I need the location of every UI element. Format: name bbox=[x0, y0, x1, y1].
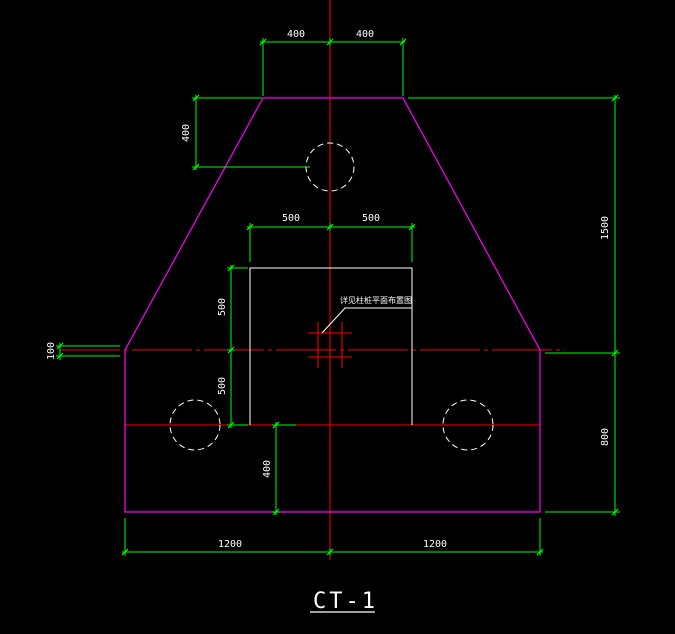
note-text: 详见柱桩平面布置图 bbox=[340, 295, 412, 305]
pile-cap-outline bbox=[124, 97, 541, 513]
dim-text-total-upper: 1500 bbox=[600, 216, 611, 240]
dim-text-top-right: 400 bbox=[356, 29, 374, 40]
center-rebar-mark bbox=[308, 322, 352, 368]
dim-text-column-right: 500 bbox=[362, 213, 380, 224]
dim-text-left-offset: 100 bbox=[46, 342, 57, 360]
pile-circle-right bbox=[442, 399, 494, 451]
dim-text-top-depth: 400 bbox=[181, 124, 192, 142]
dim-text-column-lower: 500 bbox=[217, 377, 228, 395]
dim-text-column-upper: 500 bbox=[217, 298, 228, 316]
dim-text-top-left: 400 bbox=[287, 29, 305, 40]
dim-text-bottom-right: 1200 bbox=[423, 539, 447, 550]
pile-circle-left bbox=[169, 399, 221, 451]
note-leader-line bbox=[321, 307, 412, 334]
drawing-title: CT-1 bbox=[313, 589, 378, 614]
column-outline bbox=[249, 267, 413, 425]
dim-text-column-left: 500 bbox=[282, 213, 300, 224]
dim-text-bottom-left: 1200 bbox=[218, 539, 242, 550]
dim-text-lower-left: 400 bbox=[262, 460, 273, 478]
dim-text-lower-height: 800 bbox=[600, 428, 611, 446]
